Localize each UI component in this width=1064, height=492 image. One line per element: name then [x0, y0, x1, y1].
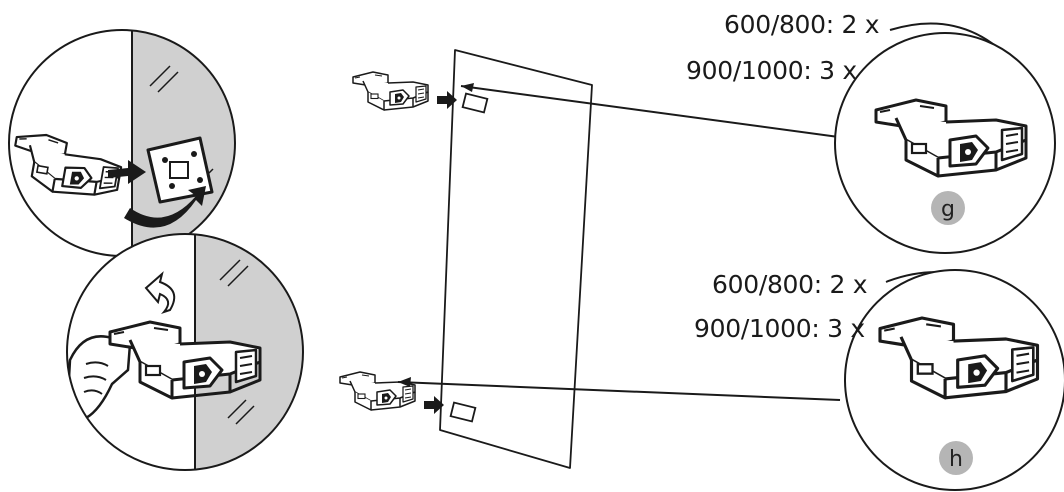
bracket-top-small — [352, 71, 429, 111]
detail-circle-mount — [8, 29, 236, 257]
badge-g — [931, 191, 965, 225]
leader-line-g — [460, 83, 847, 139]
detail-circle-g: g — [834, 22, 1056, 254]
qty-h-line1: 600/800: 2 x — [712, 270, 868, 299]
badge-h — [939, 441, 973, 475]
badge-h-label: h — [949, 447, 963, 472]
glass-panel — [439, 49, 593, 469]
qty-g-line1: 600/800: 2 x — [724, 10, 880, 39]
leader-line-h — [397, 377, 841, 401]
panel-cutout-bottom — [449, 401, 477, 423]
detail-circle-h: h — [844, 269, 1064, 491]
panel-cutout-top — [461, 92, 489, 114]
qty-g-line2: 900/1000: 3 x — [686, 56, 857, 85]
badge-g-label: g — [941, 197, 955, 222]
bracket-bottom-small — [339, 371, 416, 411]
qty-h-line2: 900/1000: 3 x — [694, 314, 865, 343]
detail-circle-release — [66, 233, 304, 471]
